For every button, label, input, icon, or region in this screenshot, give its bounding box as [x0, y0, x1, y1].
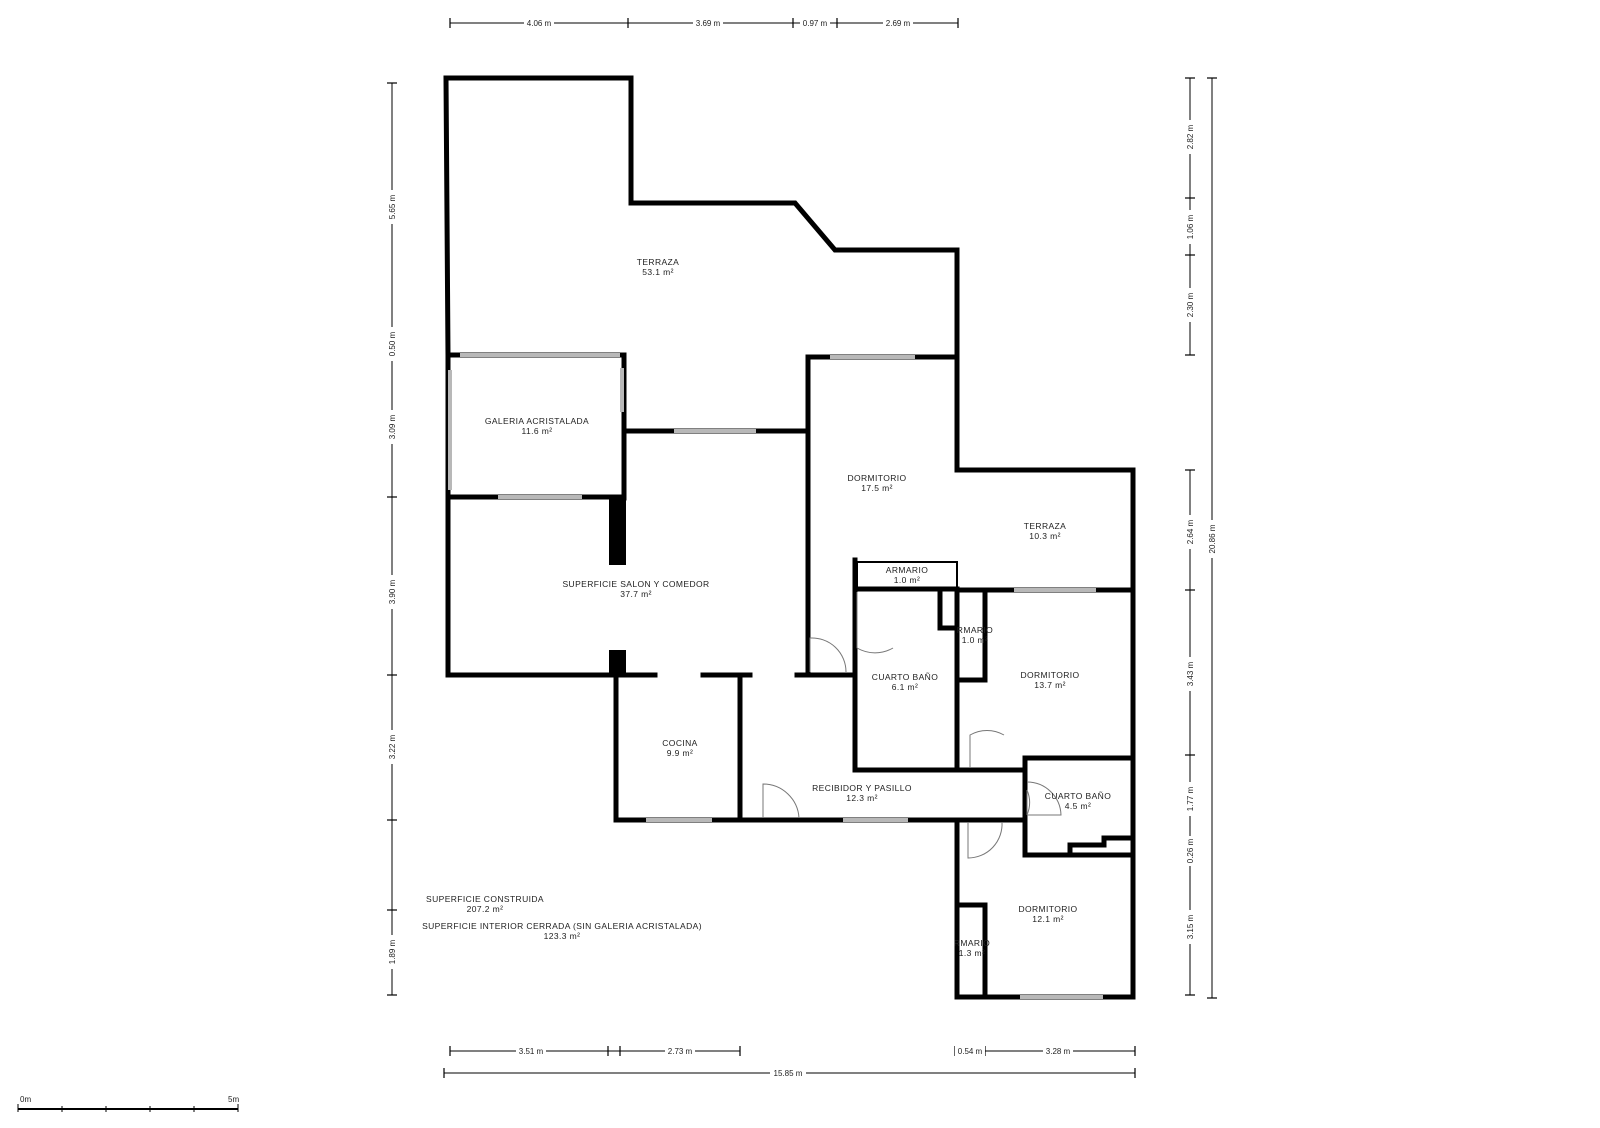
room-recibidor-name: RECIBIDOR Y PASILLO: [812, 783, 912, 793]
room-cocina-area: 9.9 m²: [667, 748, 694, 758]
room-dormitorio-1-name: DORMITORIO: [847, 473, 906, 483]
summary-interior-value: 123.3 m²: [544, 931, 581, 941]
dim-bottom-4: 3.28 m: [1046, 1047, 1071, 1056]
summary-interior-label: SUPERFICIE INTERIOR CERRADA (SIN GALERIA…: [422, 921, 702, 931]
room-galeria-area: 11.6 m²: [522, 426, 553, 436]
room-dormitorio-3-name: DORMITORIO: [1018, 904, 1077, 914]
room-terraza-small-name: TERRAZA: [1024, 521, 1066, 531]
dim-bottom-total: 15.85 m: [774, 1069, 803, 1078]
dim-top-3: 0.97 m: [803, 19, 828, 28]
dim-left-5: 3.22 m: [388, 734, 397, 759]
room-bano-2-name: CUARTO BAÑO: [1045, 791, 1111, 801]
windows: [448, 353, 1103, 999]
room-armario-3-area: 1.3 m²: [959, 948, 986, 958]
room-armario-3-name: RMARIO: [954, 938, 990, 948]
room-armario-2-area: 1.0 m²: [962, 635, 989, 645]
summary-built-label: SUPERFICIE CONSTRUIDA: [426, 894, 544, 904]
room-cocina-name: COCINA: [662, 738, 697, 748]
room-bano-1-area: 6.1 m²: [892, 682, 919, 692]
room-armario-2-name: RMARIO: [957, 625, 993, 635]
doors: [762, 592, 1062, 859]
room-dormitorio-2-name: DORMITORIO: [1020, 670, 1079, 680]
dim-right-5: 3.43 m: [1186, 661, 1195, 686]
scale-end-label: 5m: [228, 1095, 239, 1104]
dim-right-4: 2.64 m: [1186, 519, 1195, 544]
room-terraza-main-area: 53.1 m²: [642, 267, 674, 277]
dim-left-4: 3.90 m: [388, 579, 397, 604]
room-terraza-main-name: TERRAZA: [637, 257, 679, 267]
dim-right-total: 20.86 m: [1208, 524, 1217, 553]
scale-start-label: 0m: [20, 1095, 31, 1104]
dim-top-1: 4.06 m: [527, 19, 552, 28]
room-dormitorio-1-area: 17.5 m²: [861, 483, 893, 493]
room-terraza-small-area: 10.3 m²: [1029, 531, 1061, 541]
dim-right-2: 1.06 m: [1186, 214, 1195, 239]
room-bano-1-name: CUARTO BAÑO: [872, 672, 938, 682]
dim-left-6: 1.89 m: [388, 939, 397, 964]
dim-top-4: 2.69 m: [886, 19, 911, 28]
room-dormitorio-3-area: 12.1 m²: [1032, 914, 1064, 924]
dim-bottom-1: 3.51 m: [519, 1047, 544, 1056]
room-galeria-name: GALERIA ACRISTALADA: [485, 416, 589, 426]
dim-right-6: 1.77 m: [1186, 786, 1195, 811]
dim-left-2: 0.50 m: [388, 331, 397, 356]
summary-built-value: 207.2 m²: [467, 904, 504, 914]
room-armario-1-area: 1.0 m²: [894, 575, 921, 585]
dim-right-1: 2.82 m: [1186, 124, 1195, 149]
dim-right-8: 3.15 m: [1186, 914, 1195, 939]
room-labels: TERRAZA 53.1 m² GALERIA ACRISTALADA 11.6…: [485, 257, 1111, 958]
area-summary: SUPERFICIE CONSTRUIDA 207.2 m² SUPERFICI…: [422, 894, 702, 941]
room-recibidor-area: 12.3 m²: [846, 793, 878, 803]
room-dormitorio-2-area: 13.7 m²: [1034, 680, 1066, 690]
dim-bottom-3: 0.54 m: [958, 1047, 983, 1056]
dimension-lines: 4.06 m 3.69 m 0.97 m 2.69 m 5.65 m 0.50 …: [386, 17, 1218, 1079]
dim-left-3: 3.09 m: [388, 414, 397, 439]
dim-left-1: 5.65 m: [388, 194, 397, 219]
room-armario-1-name: ARMARIO: [886, 565, 928, 575]
dim-top-2: 3.69 m: [696, 19, 721, 28]
room-salon-area: 37.7 m²: [620, 589, 652, 599]
dim-right-7: 0.26 m: [1186, 838, 1195, 863]
dim-right-3: 2.30 m: [1186, 292, 1195, 317]
room-bano-2-area: 4.5 m²: [1065, 801, 1092, 811]
scale-bar: 0m 5m: [17, 1095, 239, 1112]
room-salon-name: SUPERFICIE SALON Y COMEDOR: [562, 579, 709, 589]
dim-bottom-2: 2.73 m: [668, 1047, 693, 1056]
